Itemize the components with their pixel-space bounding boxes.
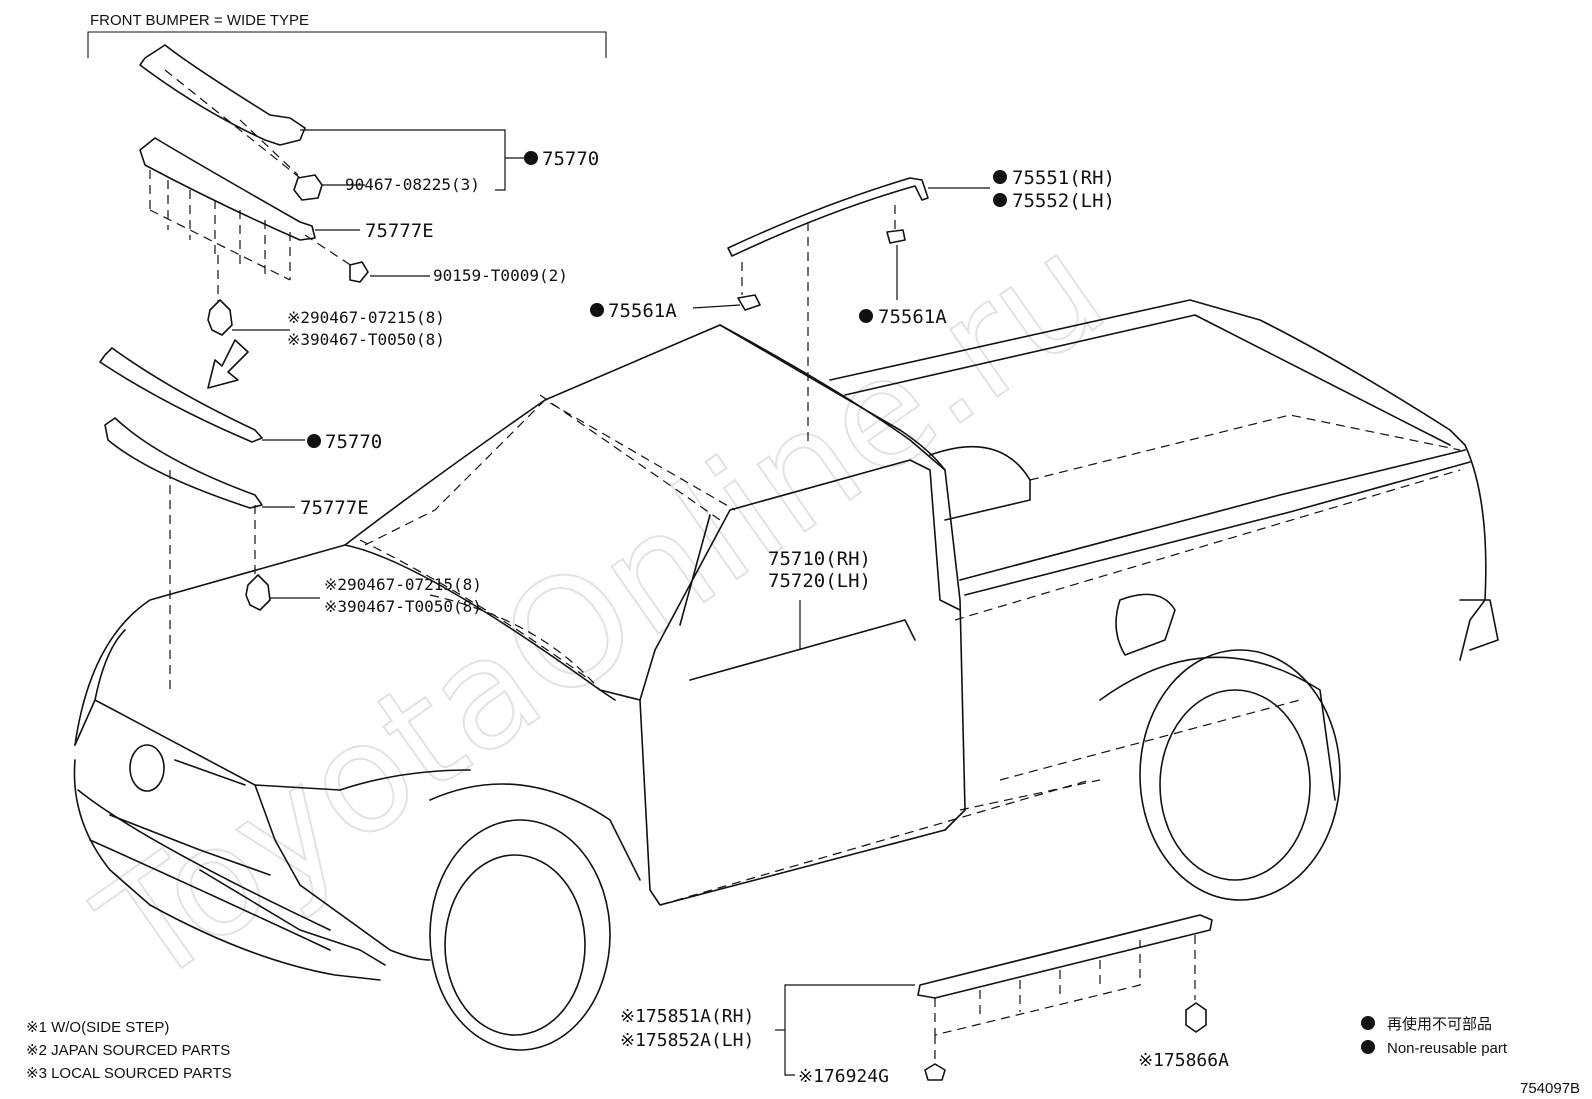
footnotes: ※1 W/O(SIDE STEP) ※2 JAPAN SOURCED PARTS…	[26, 1019, 232, 1082]
non-reusable-dot-icon	[1361, 1016, 1375, 1030]
rocker-nut-part	[1185, 935, 1207, 1033]
label-rocker-rh: ※175851A(RH)	[620, 1006, 754, 1027]
top-clip-part	[207, 255, 233, 336]
label-roof-clip-left: 75561A	[608, 300, 677, 322]
non-reusable-dot-icon	[1361, 1040, 1375, 1054]
label-roof-lh: 75552(LH)	[1012, 190, 1115, 212]
label-rocker-lh: ※175852A(LH)	[620, 1030, 754, 1051]
label-mid-clip-3: ※390467-T0050(8)	[324, 597, 482, 616]
label-belt-rh: 75710(RH)	[768, 548, 871, 570]
legend-line-2: Non-reusable part	[1387, 1040, 1508, 1057]
footnote-1: ※1 W/O(SIDE STEP)	[26, 1019, 169, 1036]
non-reusable-dot-icon	[859, 309, 873, 323]
top-molding-part	[139, 44, 306, 179]
label-top-molding: 75770	[542, 148, 599, 170]
non-reusable-dot-icon	[590, 303, 604, 317]
scope-title: FRONT BUMPER = WIDE TYPE	[90, 12, 309, 29]
label-rocker-nut: ※175866A	[1138, 1050, 1229, 1071]
footnote-2: ※2 JAPAN SOURCED PARTS	[26, 1042, 230, 1059]
mid-molding-part	[99, 347, 263, 443]
top-bracket-part	[139, 137, 356, 281]
roof-clip-right-part	[886, 229, 906, 300]
label-roof-clip-right: 75561A	[878, 306, 947, 328]
leader-lines	[232, 129, 990, 1076]
legend: 再使用不可部品 Non-reusable part	[1361, 1016, 1508, 1057]
label-belt-lh: 75720(LH)	[768, 570, 871, 592]
non-reusable-dot-icon	[524, 151, 538, 165]
label-top-bracket: 75777E	[365, 220, 434, 242]
mid-clip-part	[245, 505, 271, 611]
rocker-clip-part	[924, 1035, 946, 1081]
scope-bracket	[87, 31, 607, 58]
label-rocker-clip: ※176924G	[798, 1066, 889, 1087]
legend-line-1: 再使用不可部品	[1387, 1016, 1492, 1033]
figure-id: 754097B	[1520, 1080, 1580, 1097]
non-reusable-dot-icon	[307, 434, 321, 448]
footnote-3: ※3 LOCAL SOURCED PARTS	[26, 1065, 232, 1082]
top-screw-part	[349, 261, 369, 283]
roof-molding-part	[727, 177, 929, 445]
non-reusable-dot-icon	[993, 193, 1007, 207]
mid-bracket-part	[104, 417, 263, 690]
roof-clip-left-part	[737, 294, 761, 311]
top-bolt-part	[293, 174, 323, 201]
label-mid-bracket: 75777E	[300, 497, 369, 519]
rocker-molding-part	[917, 914, 1213, 1036]
label-top-clip-3: ※390467-T0050(8)	[287, 330, 445, 349]
label-mid-molding: 75770	[325, 431, 382, 453]
label-mid-clip-2: ※290467-07215(8)	[324, 575, 482, 594]
label-top-clip-2: ※290467-07215(8)	[287, 308, 445, 327]
non-reusable-dot-icon	[993, 170, 1007, 184]
truck-body	[73, 299, 1499, 1051]
callout-labels: 75770 90467-08225(3) 75777E 90159-T0009(…	[287, 148, 1229, 1087]
direction-arrow-icon	[207, 339, 249, 389]
label-top-bolt: 90467-08225(3)	[345, 175, 480, 194]
label-roof-rh: 75551(RH)	[1012, 167, 1115, 189]
label-top-screw: 90159-T0009(2)	[433, 266, 568, 285]
